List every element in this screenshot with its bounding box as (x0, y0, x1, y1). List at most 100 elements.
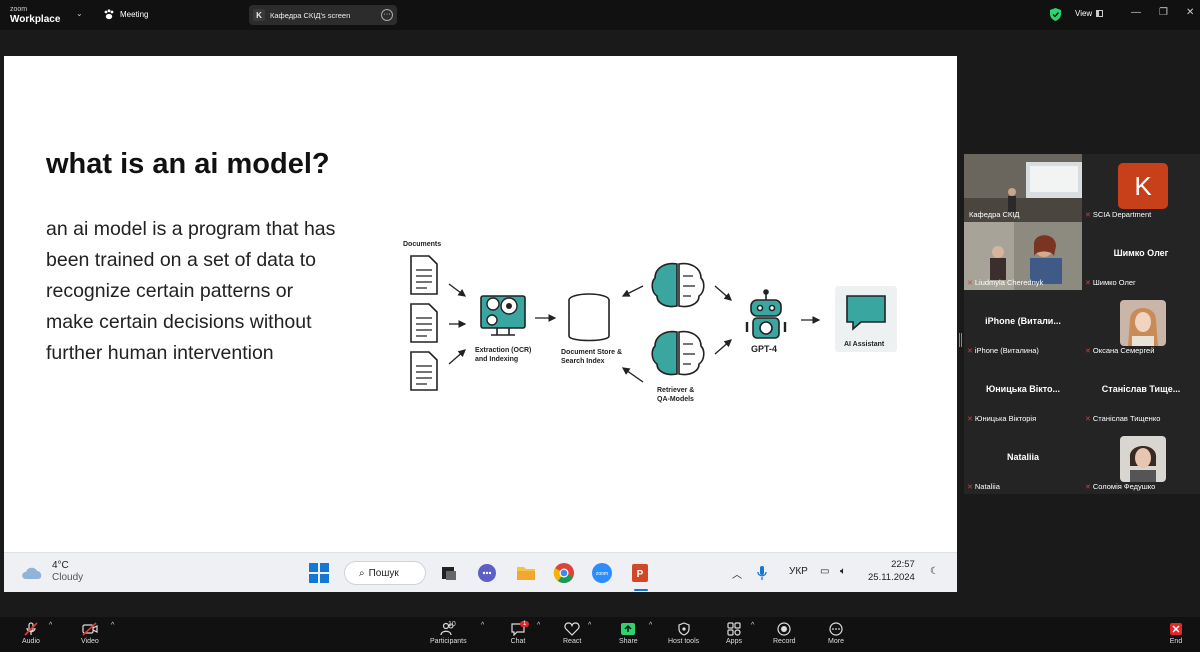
meeting-controls: Audio ^ Video ^ 10 Participants ^ 1 Chat… (0, 617, 1200, 652)
mic-muted-icon: ✕ (967, 347, 973, 355)
apps-button[interactable]: Apps (726, 622, 742, 645)
participants-button[interactable]: 10 Participants (430, 621, 467, 645)
video-button[interactable]: Video (81, 622, 99, 645)
chrome-icon[interactable] (553, 562, 575, 584)
clock-time: 22:57 (891, 559, 915, 570)
audio-options-caret[interactable]: ^ (49, 622, 53, 629)
more-options-icon[interactable]: ··· (381, 9, 393, 21)
react-button[interactable]: React (563, 622, 581, 645)
taskbar-search[interactable]: ⌕ Пошук (344, 561, 426, 585)
participants-options-caret[interactable]: ^ (481, 622, 485, 629)
network-icon[interactable]: ▭ (820, 566, 830, 577)
apps-label: Apps (726, 638, 742, 645)
participant-tile[interactable]: Nataliia ✕Nataliia (964, 426, 1082, 494)
end-meeting-icon (1170, 623, 1182, 635)
mic-muted-icon: ✕ (1085, 347, 1091, 355)
participant-name: SCIA Department (1092, 210, 1152, 219)
share-label: Share (619, 638, 638, 645)
chevron-down-icon[interactable]: ⌄ (76, 9, 83, 18)
cloud-icon (22, 567, 42, 579)
participant-tile[interactable]: iPhone (Витали... ✕iPhone (Виталина) (964, 290, 1082, 358)
participant-tile[interactable]: Шимко Олег ✕Шимко Олег (1082, 222, 1200, 290)
database-icon (568, 293, 610, 342)
document-icon (410, 255, 438, 295)
participant-tile[interactable]: ✕Оксана Семергей (1082, 290, 1200, 358)
resize-handle[interactable] (959, 333, 962, 347)
security-shield-icon[interactable] (1050, 8, 1061, 21)
avatar (1120, 300, 1166, 346)
chat-options-caret[interactable]: ^ (537, 622, 541, 629)
shared-screen-pill[interactable]: K Кафедра СКІД's screen ··· (249, 5, 397, 25)
label-gpt: GPT-4 (751, 344, 777, 354)
weather-widget[interactable]: 4°C Cloudy (20, 560, 83, 584)
participant-tile[interactable]: Станіслав Тище... ✕Станіслав Тищенко (1082, 358, 1200, 426)
windows-start-icon[interactable] (308, 562, 330, 584)
avatar (1120, 436, 1166, 482)
volume-icon[interactable]: 🔈︎ (840, 566, 846, 577)
mic-muted-icon: ✕ (1085, 211, 1091, 219)
participant-gallery: Кафедра СКІД K ✕SCIA Department ✕Liudmyl… (964, 154, 1200, 494)
participant-tile[interactable]: ✕Соломія Федушко (1082, 426, 1200, 494)
shared-screen: what is an ai model? an ai model is a pr… (4, 56, 957, 592)
restore-icon[interactable]: ❐ (1159, 7, 1168, 18)
chat-badge: 1 (520, 621, 530, 627)
zoom-app-icon[interactable]: zoom (591, 562, 613, 584)
language-indicator[interactable]: УКР (789, 566, 808, 577)
share-button[interactable]: Share (619, 622, 638, 645)
chevron-up-icon[interactable]: ︿ (732, 570, 742, 581)
label-retriever-1: Retriever & (657, 387, 694, 394)
more-button[interactable]: More (828, 622, 844, 645)
participant-display-name: Nataliia (1006, 452, 1039, 462)
audio-button[interactable]: Audio (22, 622, 40, 645)
share-options-caret[interactable]: ^ (649, 622, 653, 629)
focus-moon-icon[interactable]: ☾ (930, 566, 939, 577)
participant-name: iPhone (Виталина) (974, 346, 1039, 355)
taskbar-clock[interactable]: 22:57 25.11.2024 (868, 558, 915, 584)
mic-muted-icon: ✕ (967, 483, 973, 491)
participant-name: Liudmyla Cherednyk (974, 278, 1044, 287)
participant-tile[interactable]: Юницька Вікто... ✕Юницька Вікторія (964, 358, 1082, 426)
share-screen-icon (621, 623, 636, 635)
rag-pipeline-diagram: Documents Extraction (403, 241, 897, 403)
meeting-label: Meeting (120, 10, 149, 19)
participant-name: Оксана Семергей (1092, 346, 1155, 355)
teams-chat-icon[interactable] (476, 562, 498, 584)
document-icon (410, 303, 438, 343)
minimize-icon[interactable]: — (1131, 7, 1141, 18)
file-explorer-icon[interactable] (515, 562, 537, 584)
windows-taskbar: 4°C Cloudy ⌕ Пошук zoom P ︿ УКР ▭ 🔈︎ 22 (4, 552, 957, 592)
apps-options-caret[interactable]: ^ (751, 622, 755, 629)
participant-tile[interactable]: K ✕SCIA Department (1082, 154, 1200, 222)
close-icon[interactable]: ✕ (1186, 7, 1195, 18)
robot-icon (745, 289, 787, 339)
record-button[interactable]: Record (773, 622, 796, 645)
mic-muted-icon (24, 622, 38, 636)
powerpoint-icon[interactable]: P (629, 562, 651, 584)
end-button[interactable]: End (1168, 622, 1184, 645)
participant-name: Соломія Федушко (1092, 482, 1156, 491)
video-options-caret[interactable]: ^ (111, 622, 115, 629)
chat-button[interactable]: 1 Chat (510, 621, 530, 645)
participant-display-name: Шимко Олег (1113, 248, 1169, 258)
mic-muted-icon: ✕ (967, 415, 973, 423)
meeting-menu[interactable]: Meeting (103, 9, 148, 20)
title-bar: zoom Workplace ⌄ Meeting K Кафедра СКІД'… (0, 0, 1200, 30)
weather-condition: Cloudy (52, 572, 84, 583)
participant-display-name: Станіслав Тище... (1101, 384, 1181, 394)
avatar: K (1118, 163, 1168, 209)
view-button[interactable]: View (1075, 9, 1104, 18)
clock-date: 25.11.2024 (868, 572, 915, 583)
react-options-caret[interactable]: ^ (588, 622, 592, 629)
participant-name: Шимко Олег (1092, 278, 1136, 287)
brain-icon (651, 330, 705, 376)
host-tools-button[interactable]: Host tools (668, 622, 699, 645)
task-view-icon[interactable] (438, 562, 460, 584)
microphone-icon[interactable] (756, 565, 768, 581)
participant-display-name: iPhone (Витали... (985, 316, 1061, 326)
more-icon (829, 622, 843, 636)
zoom-workplace-logo[interactable]: zoom Workplace (10, 5, 60, 25)
participant-display-name: Юницька Вікто... (985, 384, 1061, 394)
monitor-gears-icon (480, 295, 526, 336)
participant-tile[interactable]: ✕Liudmyla Cherednyk (964, 222, 1082, 290)
participant-tile[interactable]: Кафедра СКІД (964, 154, 1082, 222)
